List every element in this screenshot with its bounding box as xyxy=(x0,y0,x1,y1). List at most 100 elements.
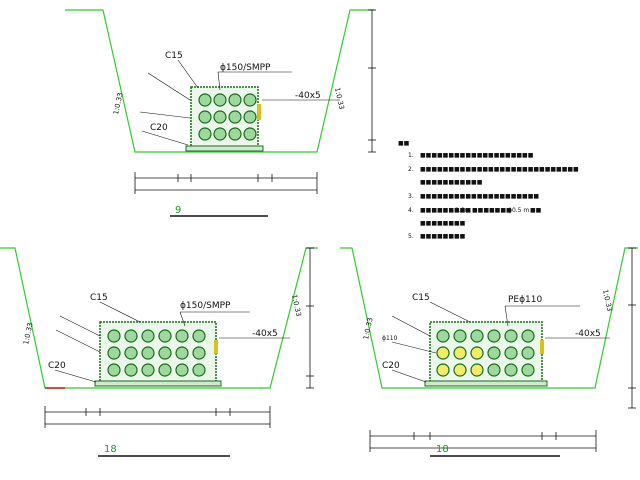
pipe xyxy=(470,363,484,377)
section-title: 9 xyxy=(175,205,181,216)
pipe xyxy=(124,329,138,343)
svg-text:■■■■■■■■: ■■■■■■■■ xyxy=(420,233,466,240)
pipe xyxy=(141,363,155,377)
pipe xyxy=(436,363,450,377)
pipe xyxy=(141,346,155,360)
pipe xyxy=(470,329,484,343)
section-top: C15 ϕ150/SMPP -40x5 C20 1:0.33 1:0.33 9 xyxy=(65,9,376,217)
pipe-grid xyxy=(107,329,206,377)
pipe xyxy=(107,363,121,377)
pipe xyxy=(487,346,501,360)
pipe xyxy=(487,363,501,377)
pipe xyxy=(521,346,535,360)
note-5: 5. xyxy=(408,233,414,240)
note-4-value-b: ϕ0.5 m xyxy=(508,207,529,214)
svg-text:■■■■■■■■■■■■■■■■■■■■■■■■■■■■: ■■■■■■■■■■■■■■■■■■■■■■■■■■■■ xyxy=(420,166,579,173)
svg-text:■■■■■■■■■■■■■■■■■■■■■: ■■■■■■■■■■■■■■■■■■■■■ xyxy=(420,193,539,200)
pipe xyxy=(213,127,227,141)
section-bottom-left: C15 ϕ150/SMPP -40x5 C20 1:0.33 1:0.33 18 xyxy=(0,247,318,457)
label-slope-left: 1:0.33 xyxy=(362,317,374,341)
trench-outline xyxy=(65,9,374,153)
svg-text:■■■■■■■■■: ■■■■■■■■■ xyxy=(420,207,471,214)
pipe xyxy=(504,363,518,377)
label-pipe-left: ϕ110 xyxy=(382,335,398,342)
label-pipe: ϕ150/SMPP xyxy=(220,63,271,73)
pipe xyxy=(198,110,212,124)
pipe xyxy=(124,363,138,377)
pipe xyxy=(243,110,257,124)
label-c15: C15 xyxy=(412,293,430,303)
pipe xyxy=(158,329,172,343)
label-slope-right: 1:0.33 xyxy=(601,289,613,313)
pipe xyxy=(192,329,206,343)
pipe xyxy=(436,346,450,360)
pipe xyxy=(243,93,257,107)
pipe-grid xyxy=(198,93,257,141)
svg-text:■■■■■■■■■■■■■■■■■■■■: ■■■■■■■■■■■■■■■■■■■■ xyxy=(420,152,534,159)
pipe xyxy=(453,346,467,360)
label-tape: -40x5 xyxy=(575,329,601,339)
section-bottom-right: C15 PEϕ110 -40x5 ϕ110 C20 1:0.33 1:0.33 … xyxy=(340,247,638,457)
label-c20: C20 xyxy=(150,123,168,133)
pipe xyxy=(198,93,212,107)
svg-text:■■■■■■■: ■■■■■■■ xyxy=(472,207,512,214)
pipe xyxy=(158,346,172,360)
grounding-tape xyxy=(540,340,544,354)
label-slope-right: 1:0.33 xyxy=(290,294,302,318)
pipe xyxy=(470,346,484,360)
label-c20: C20 xyxy=(48,361,66,371)
svg-text:■■■■■■■■: ■■■■■■■■ xyxy=(420,220,466,227)
pipe xyxy=(487,329,501,343)
note-2: 2. xyxy=(408,166,414,173)
pipe xyxy=(453,363,467,377)
pipe xyxy=(141,329,155,343)
label-pipe: PEϕ110 xyxy=(508,295,543,305)
note-1: 1. xyxy=(408,152,414,159)
svg-text:■■■■■■■■■■■: ■■■■■■■■■■■ xyxy=(420,179,483,186)
pipe xyxy=(228,93,242,107)
pipe xyxy=(243,127,257,141)
section-title: 18 xyxy=(436,444,449,455)
label-slope-right: 1:0.33 xyxy=(333,87,345,111)
pipe xyxy=(453,329,467,343)
pipe xyxy=(504,329,518,343)
label-c15: C15 xyxy=(165,51,183,61)
grounding-tape xyxy=(214,340,218,354)
note-4: 4. xyxy=(408,207,414,214)
notes-block: ■■ 1. ■■■■■■■■■■■■■■■■■■■■ 2. ■■■■■■■■■■… xyxy=(398,140,579,240)
note-4-value-a: 2.0m xyxy=(455,207,471,214)
pipe xyxy=(124,346,138,360)
pipe xyxy=(175,363,189,377)
pipe xyxy=(175,346,189,360)
svg-text:■■: ■■ xyxy=(530,207,542,214)
pipe xyxy=(175,329,189,343)
concrete-base xyxy=(94,380,222,387)
svg-text:■■: ■■ xyxy=(398,140,410,147)
pipe xyxy=(158,363,172,377)
pipe xyxy=(213,93,227,107)
section-title: 18 xyxy=(104,444,117,455)
label-tape: -40x5 xyxy=(252,329,278,339)
label-c15: C15 xyxy=(90,293,108,303)
label-slope-left: 1:0.33 xyxy=(112,92,124,116)
pipe xyxy=(504,346,518,360)
concrete-base xyxy=(424,380,548,387)
pipe-grid xyxy=(436,329,535,377)
note-3: 3. xyxy=(408,193,414,200)
pipe xyxy=(192,346,206,360)
pipe xyxy=(521,329,535,343)
concrete-base xyxy=(185,145,264,152)
pipe xyxy=(213,110,227,124)
pipe xyxy=(107,346,121,360)
pipe xyxy=(228,127,242,141)
pipe xyxy=(192,363,206,377)
trench-outline xyxy=(340,247,638,389)
pipe xyxy=(436,329,450,343)
label-tape: -40x5 xyxy=(295,91,321,101)
pipe xyxy=(198,127,212,141)
grounding-tape xyxy=(257,104,261,120)
label-c20: C20 xyxy=(382,361,400,371)
pipe xyxy=(521,363,535,377)
pipe xyxy=(107,329,121,343)
